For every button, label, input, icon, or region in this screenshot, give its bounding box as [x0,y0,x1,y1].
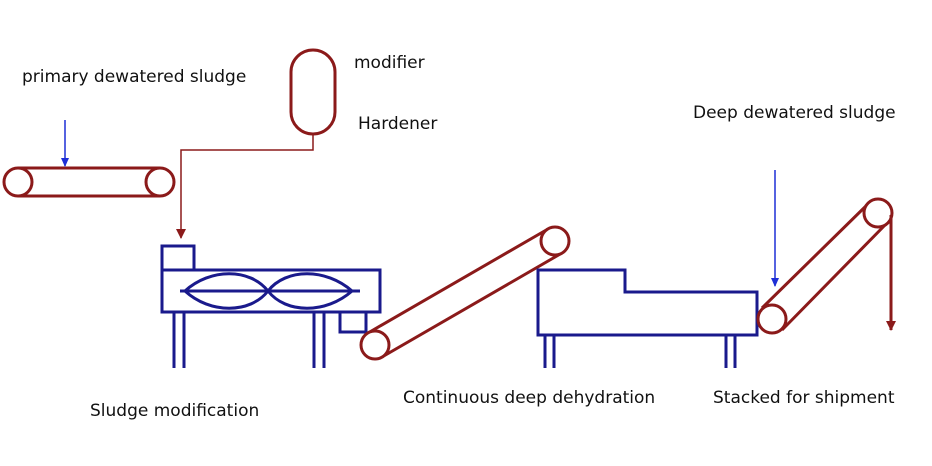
additive-tank [289,48,337,136]
label-deep-dewatered-sludge: Deep dewatered sludge [693,103,896,123]
label-sludge-modification: Sludge modification [90,401,260,421]
sludge-mixer [160,244,382,368]
dehydration-machine [536,268,759,368]
incline-conveyor-1 [359,225,571,361]
incline-conveyor-2 [756,197,894,335]
label-stacked-for-shipment: Stacked for shipment [713,388,895,408]
feed-conveyor [2,166,176,198]
label-modifier: modifier [354,53,425,73]
label-continuous-deep-dehydration: Continuous deep dehydration [403,388,656,408]
label-hardener: Hardener [358,114,438,134]
label-primary-dewatered-sludge: primary dewatered sludge [22,67,247,87]
additive-feed-line [176,134,314,239]
